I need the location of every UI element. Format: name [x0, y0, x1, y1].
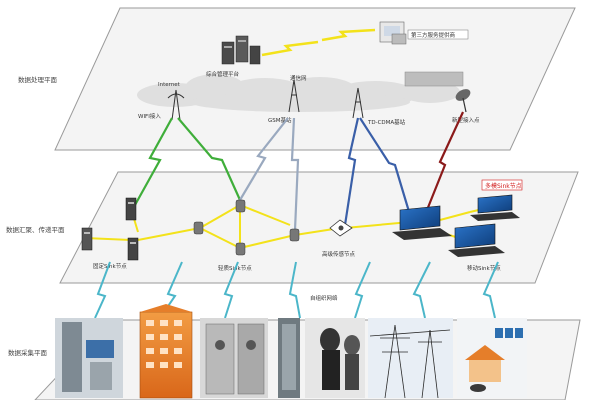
telecom-network-label: 通信网 [290, 74, 307, 82]
wifi-access-label: WIFI接入 [138, 112, 161, 120]
tower-icon [288, 79, 300, 113]
processing-plane-label: 数据处理平面 [18, 75, 58, 84]
wifi-antenna-icon [167, 89, 185, 121]
laptop-icon [392, 205, 452, 240]
link-green [177, 117, 242, 201]
building-icon [139, 304, 193, 399]
internet-label: Internet [158, 82, 181, 88]
link-darkblue [343, 117, 360, 226]
link-bolt [321, 28, 376, 42]
smart-home-image [457, 318, 527, 398]
cabinet-image [278, 318, 300, 398]
tower-icon [352, 87, 364, 119]
gsm-base-label: GSM基站 [268, 116, 292, 124]
link-bolt [261, 40, 319, 57]
power-tower-image [368, 318, 453, 399]
satellite-dish-icon [455, 89, 471, 113]
router-icon [193, 199, 300, 256]
aggregation-plane [59, 171, 579, 284]
new-access-label: 新型接入点 [452, 116, 480, 124]
aggregation-plane-label: 数据汇聚、传递平面 [6, 225, 65, 234]
link-darkblue [359, 117, 412, 216]
lab-equipment-image [55, 318, 123, 398]
link-green [134, 117, 173, 206]
workers-image [305, 318, 365, 398]
self-org-label: 自组织网络 [310, 294, 338, 302]
server-icon [81, 197, 139, 261]
link-grayblue [290, 117, 300, 231]
mgmt-platform-label: 综合管理平台 [206, 70, 240, 78]
provider-box-icon [404, 71, 464, 87]
laptop-icon [448, 223, 505, 257]
link-grayblue [239, 117, 289, 201]
multi-sink-label: 多模Sink节点 [485, 182, 522, 190]
third-party-label: 第三方服务提供商 [411, 31, 456, 39]
cloud-icon [137, 74, 460, 112]
fixed-sink-label: 固定Sink节点 [93, 262, 127, 270]
high-sensor-icon [329, 219, 353, 237]
laptop-icon [470, 194, 520, 221]
server-icon [221, 35, 261, 65]
third-party-device-icon [379, 21, 407, 45]
link-darkred [423, 111, 464, 216]
collection-plane-label: 数据采集平面 [8, 348, 48, 357]
mobile-sink-label: 移动Sink节点 [467, 264, 501, 272]
td-cdma-base-label: TD-CDMA基站 [367, 118, 406, 126]
switchgear-image [200, 318, 268, 398]
high-sensor-label: 高级传感节点 [322, 250, 356, 258]
